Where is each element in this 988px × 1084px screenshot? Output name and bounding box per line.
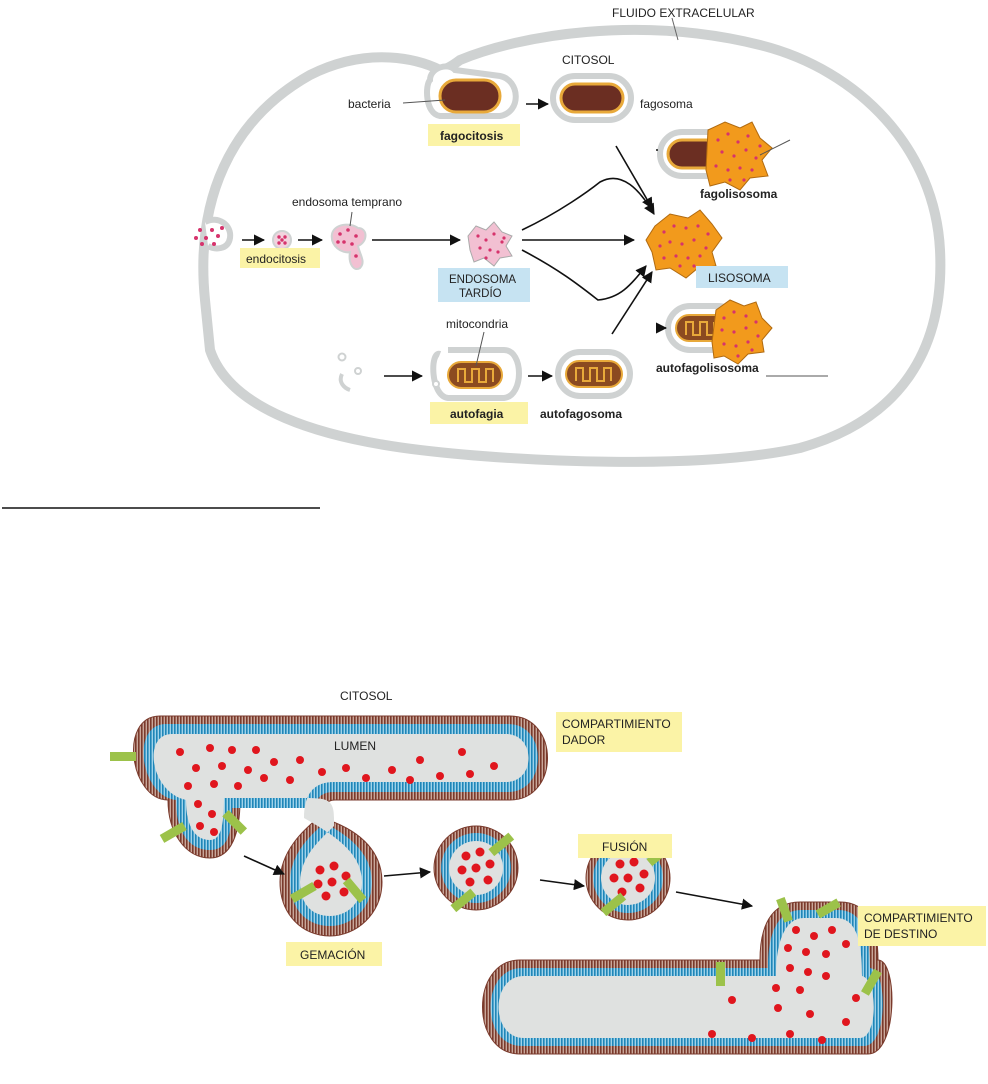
label-compartimiento-dador-2: DADOR	[562, 733, 606, 747]
label-gemacion: GEMACIÓN	[300, 947, 365, 962]
top-diagram: FLUIDO EXTRACELULAR CITOSOL bacteria fag…	[194, 6, 940, 462]
label-lisosoma: LISOSOMA	[708, 271, 771, 285]
autophagy-fragment-1	[339, 354, 346, 361]
label-fluido-extracelular: FLUIDO EXTRACELULAR	[612, 6, 755, 20]
label-autofagia: autofagia	[450, 407, 504, 421]
label-autofagosoma: autofagosoma	[540, 407, 622, 421]
label-fagosoma: fagosoma	[640, 97, 693, 111]
label-endosoma-tardio-2: TARDÍO	[459, 287, 502, 300]
label-mitocondria: mitocondria	[446, 317, 508, 331]
label-endosoma-tardio-1: ENDOSOMA	[449, 274, 516, 286]
bottom-diagram: CITOSOL LUMEN COMPARTIMIENTO DADOR FUSIÓ…	[110, 689, 986, 1054]
label-compartimiento-destino-1: COMPARTIMIENTO	[864, 911, 973, 925]
label-compartimiento-dador-1: COMPARTIMIENTO	[562, 717, 671, 731]
autophagy-fragment-2	[355, 368, 361, 374]
label-fagolisosoma: fagolisosoma	[700, 187, 778, 201]
mitochondrion-2	[566, 361, 622, 387]
label-endosoma-temprano: endosoma temprano	[292, 195, 402, 209]
label-autofagolisosoma: autofagolisosoma	[656, 361, 759, 375]
label-citosol-bottom: CITOSOL	[340, 689, 393, 703]
label-fagocitosis: fagocitosis	[440, 129, 504, 143]
bacteria-shape	[440, 80, 500, 112]
label-bacteria: bacteria	[348, 97, 391, 111]
label-compartimiento-destino-2: DE DESTINO	[864, 927, 937, 941]
label-endocitosis: endocitosis	[246, 252, 306, 266]
label-fusion: FUSIÓN	[602, 839, 647, 854]
phagosome-bacteria	[561, 84, 623, 112]
label-citosol-top: CITOSOL	[562, 53, 615, 67]
label-lumen: LUMEN	[334, 739, 376, 753]
target-compartment	[483, 902, 892, 1054]
